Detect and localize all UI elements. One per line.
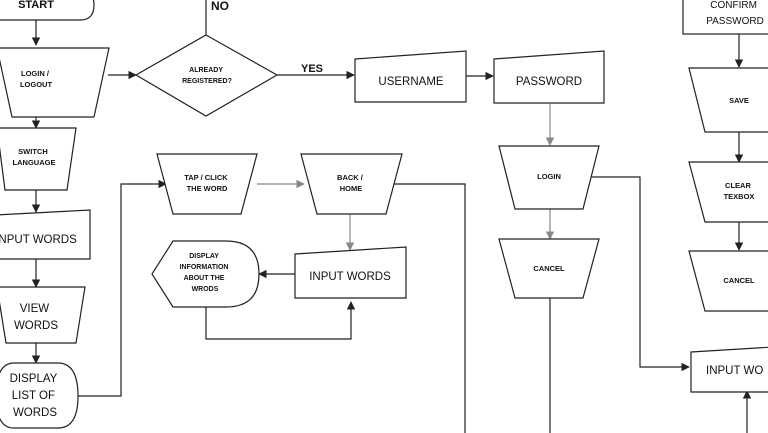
node-cancel-mid-label: CANCEL xyxy=(533,264,565,273)
node-display-list xyxy=(0,362,79,429)
node-display-info-label: DISPLAY INFORMATION ABOUT THE WRODS xyxy=(180,253,231,293)
node-input-words-mid-label: INPUT WORDS xyxy=(309,271,391,283)
node-input-words-mid xyxy=(294,246,407,299)
node-input-words-left xyxy=(0,209,91,260)
node-view-words-label: VIEW WORDS xyxy=(14,303,58,332)
node-clear-textbox-label: CLEAR TEXBOX xyxy=(724,181,755,201)
edge-label-no: NO xyxy=(211,0,229,13)
node-password-label: PASSWORD xyxy=(516,76,582,88)
node-start-label: START xyxy=(18,0,54,11)
node-confirm-password xyxy=(682,0,768,35)
node-cancel-mid xyxy=(498,238,600,299)
edge-display-tap xyxy=(78,179,167,397)
node-cancel-right-label: CANCEL xyxy=(723,276,755,285)
node-save xyxy=(688,67,768,133)
node-save-label: SAVE xyxy=(729,96,749,105)
edge-label-yes: YES xyxy=(301,63,323,75)
node-input-words-right xyxy=(690,346,768,393)
node-username-label: USERNAME xyxy=(378,76,444,88)
node-switch-language-label: SWITCH LANGUAGE xyxy=(13,147,56,167)
edge-displayinfo-loop xyxy=(205,301,356,340)
node-input-words-left-label: INPUT WORDS xyxy=(0,234,77,246)
node-display-list-label: DISPLAY LIST OF WORDS xyxy=(10,373,61,419)
edge-login-inputwords-right xyxy=(590,176,690,372)
node-clear-textbox xyxy=(688,161,768,223)
node-already-registered-label: ALREADY REGISTERED? xyxy=(182,67,232,85)
node-login-logout xyxy=(0,47,110,118)
node-input-words-right-label: INPUT WO xyxy=(706,365,763,377)
node-switch-language xyxy=(0,127,77,191)
node-cancel-right xyxy=(688,250,768,312)
node-back-home xyxy=(300,153,403,215)
node-username xyxy=(354,50,467,103)
node-login-logout-label: LOGIN / LOGOUT xyxy=(20,69,52,89)
node-login xyxy=(498,145,600,210)
node-view-words xyxy=(0,286,86,344)
node-password xyxy=(493,50,605,104)
node-back-home-label: BACK / HOME xyxy=(337,173,365,193)
node-tap-click xyxy=(156,153,258,215)
node-login-label: LOGIN xyxy=(537,172,561,181)
node-already-registered xyxy=(134,34,279,117)
node-start xyxy=(0,0,95,21)
node-confirm-password-label: CONFIRM PASSWORD xyxy=(706,0,764,27)
node-display-info xyxy=(151,240,260,308)
edge-back-down xyxy=(391,183,466,433)
node-tap-click-label: TAP / CLICK THE WORD xyxy=(184,173,230,193)
edges xyxy=(31,0,752,433)
